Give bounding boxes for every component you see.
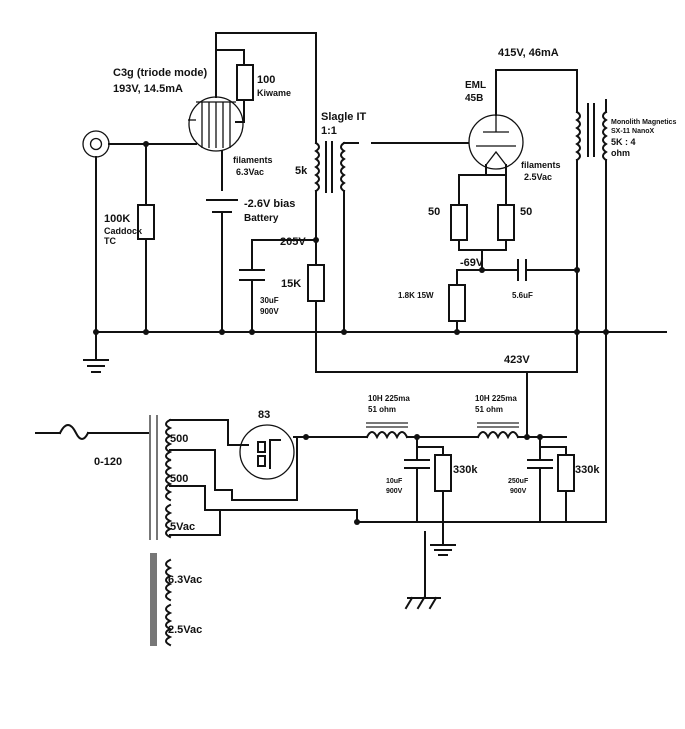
monolith-label: Monolith Magnetics	[611, 119, 676, 126]
junction-dot	[93, 329, 99, 335]
choke2-ohm-label: 51 ohm	[475, 405, 503, 414]
filament-transformer	[150, 553, 173, 647]
mains-label: 0-120	[94, 456, 122, 468]
r50a-label: 50	[428, 206, 440, 218]
eml-label: EML	[465, 80, 486, 91]
choke-2	[476, 422, 520, 440]
b205-label: 205V	[280, 236, 306, 248]
hv-500-top-label: 500	[170, 433, 188, 445]
slagle-interstage-transformer	[314, 141, 346, 193]
tc-label: TC	[104, 236, 116, 246]
r330a-label: 330k	[453, 464, 478, 476]
junction-dot	[341, 329, 347, 335]
caddock-label: Caddock	[104, 226, 143, 236]
junction-dot	[454, 329, 460, 335]
filament-63-label: filaments	[233, 155, 273, 165]
filament-25-volt-label: 2.5Vac	[524, 172, 552, 182]
rectifier-83-tube	[239, 424, 295, 480]
r330b-label: 330k	[575, 464, 600, 476]
b423-label: 423V	[504, 354, 530, 366]
bias-label: -2.6V bias	[244, 198, 295, 210]
c3g-title-label: C3g (triode mode)	[113, 67, 207, 79]
c30-volt-label: 900V	[260, 307, 279, 316]
45b-tube	[468, 114, 524, 170]
resistor-100-kiwame	[236, 64, 254, 101]
junction-dot	[603, 329, 609, 335]
resistor-330k-2	[557, 454, 575, 492]
capacitor-10uf	[404, 459, 430, 469]
junction-dot	[143, 329, 149, 335]
choke-1	[356, 422, 409, 440]
chassis-ground-symbol	[404, 596, 441, 610]
resistor-50-right	[497, 204, 515, 241]
45b-operating-label: 415V, 46mA	[498, 47, 559, 59]
kiwame-label: Kiwame	[257, 88, 291, 98]
input-ground-symbol	[83, 359, 109, 373]
junction-dot	[574, 329, 580, 335]
choke2-label: 10H 225ma	[475, 394, 517, 403]
slagle-ratio-label: 1:1	[321, 125, 337, 137]
filament-25-label: filaments	[521, 160, 561, 170]
psu-ground-symbol	[430, 544, 456, 556]
output-transformer	[575, 103, 608, 162]
fil-25v-label: 2.5Vac	[168, 624, 202, 636]
choke1-label: 10H 225ma	[368, 394, 410, 403]
capacitor-5-6uf	[517, 259, 527, 281]
c30-label: 30uF	[260, 296, 279, 305]
filament-63-volt-label: 6.3Vac	[236, 167, 264, 177]
r100k-label: 100K	[104, 213, 130, 225]
junction-dot	[479, 267, 485, 273]
r50b-label: 50	[520, 206, 532, 218]
resistor-330k-1	[434, 454, 452, 492]
junction-dot	[313, 237, 319, 243]
slagle-label: Slagle IT	[321, 111, 367, 123]
junction-dot	[303, 434, 309, 440]
battery-label: Battery	[244, 213, 279, 224]
ot-ohm-label: ohm	[611, 148, 630, 158]
45b-label: 45B	[465, 93, 483, 104]
hv-500-bottom-label: 500	[170, 473, 188, 485]
junction-dot	[219, 329, 225, 335]
choke1-ohm-label: 51 ohm	[368, 405, 396, 414]
r18k-label: 1.8K 15W	[398, 291, 434, 300]
capacitor-30uf	[239, 269, 265, 281]
junction-dot	[354, 519, 360, 525]
c3g-tube	[188, 96, 244, 152]
fil-63v-label: 6.3Vac	[168, 574, 202, 586]
sx11-label: SX-11 NanoX	[611, 128, 655, 135]
c56-label: 5.6uF	[512, 291, 533, 300]
capacitor-250uf	[527, 459, 553, 469]
resistor-15k	[307, 264, 325, 302]
rectifier-83-label: 83	[258, 409, 270, 421]
junction-dot	[524, 434, 530, 440]
c250-volt-label: 900V	[510, 488, 527, 495]
r100-label: 100	[257, 74, 275, 86]
cathode-volt-label: -69V	[460, 257, 484, 269]
c250-label: 250uF	[508, 478, 529, 485]
r15k-label: 15K	[281, 278, 301, 290]
fil-5v-label: 5Vac	[170, 521, 195, 533]
input-jack	[82, 130, 110, 158]
junction-dot	[249, 329, 255, 335]
c10-volt-label: 900V	[386, 488, 403, 495]
resistor-50-left	[450, 204, 468, 241]
power-transformer	[149, 415, 173, 540]
resistor-1-8k	[448, 284, 466, 322]
ot-ratio-label: 5K : 4	[611, 137, 636, 147]
c10-label: 10uF	[386, 478, 403, 485]
c3g-operating-label: 193V, 14.5mA	[113, 83, 183, 95]
it-5k-label: 5k	[295, 165, 308, 177]
power-cord-fuse	[35, 424, 151, 440]
bias-battery	[206, 199, 238, 213]
